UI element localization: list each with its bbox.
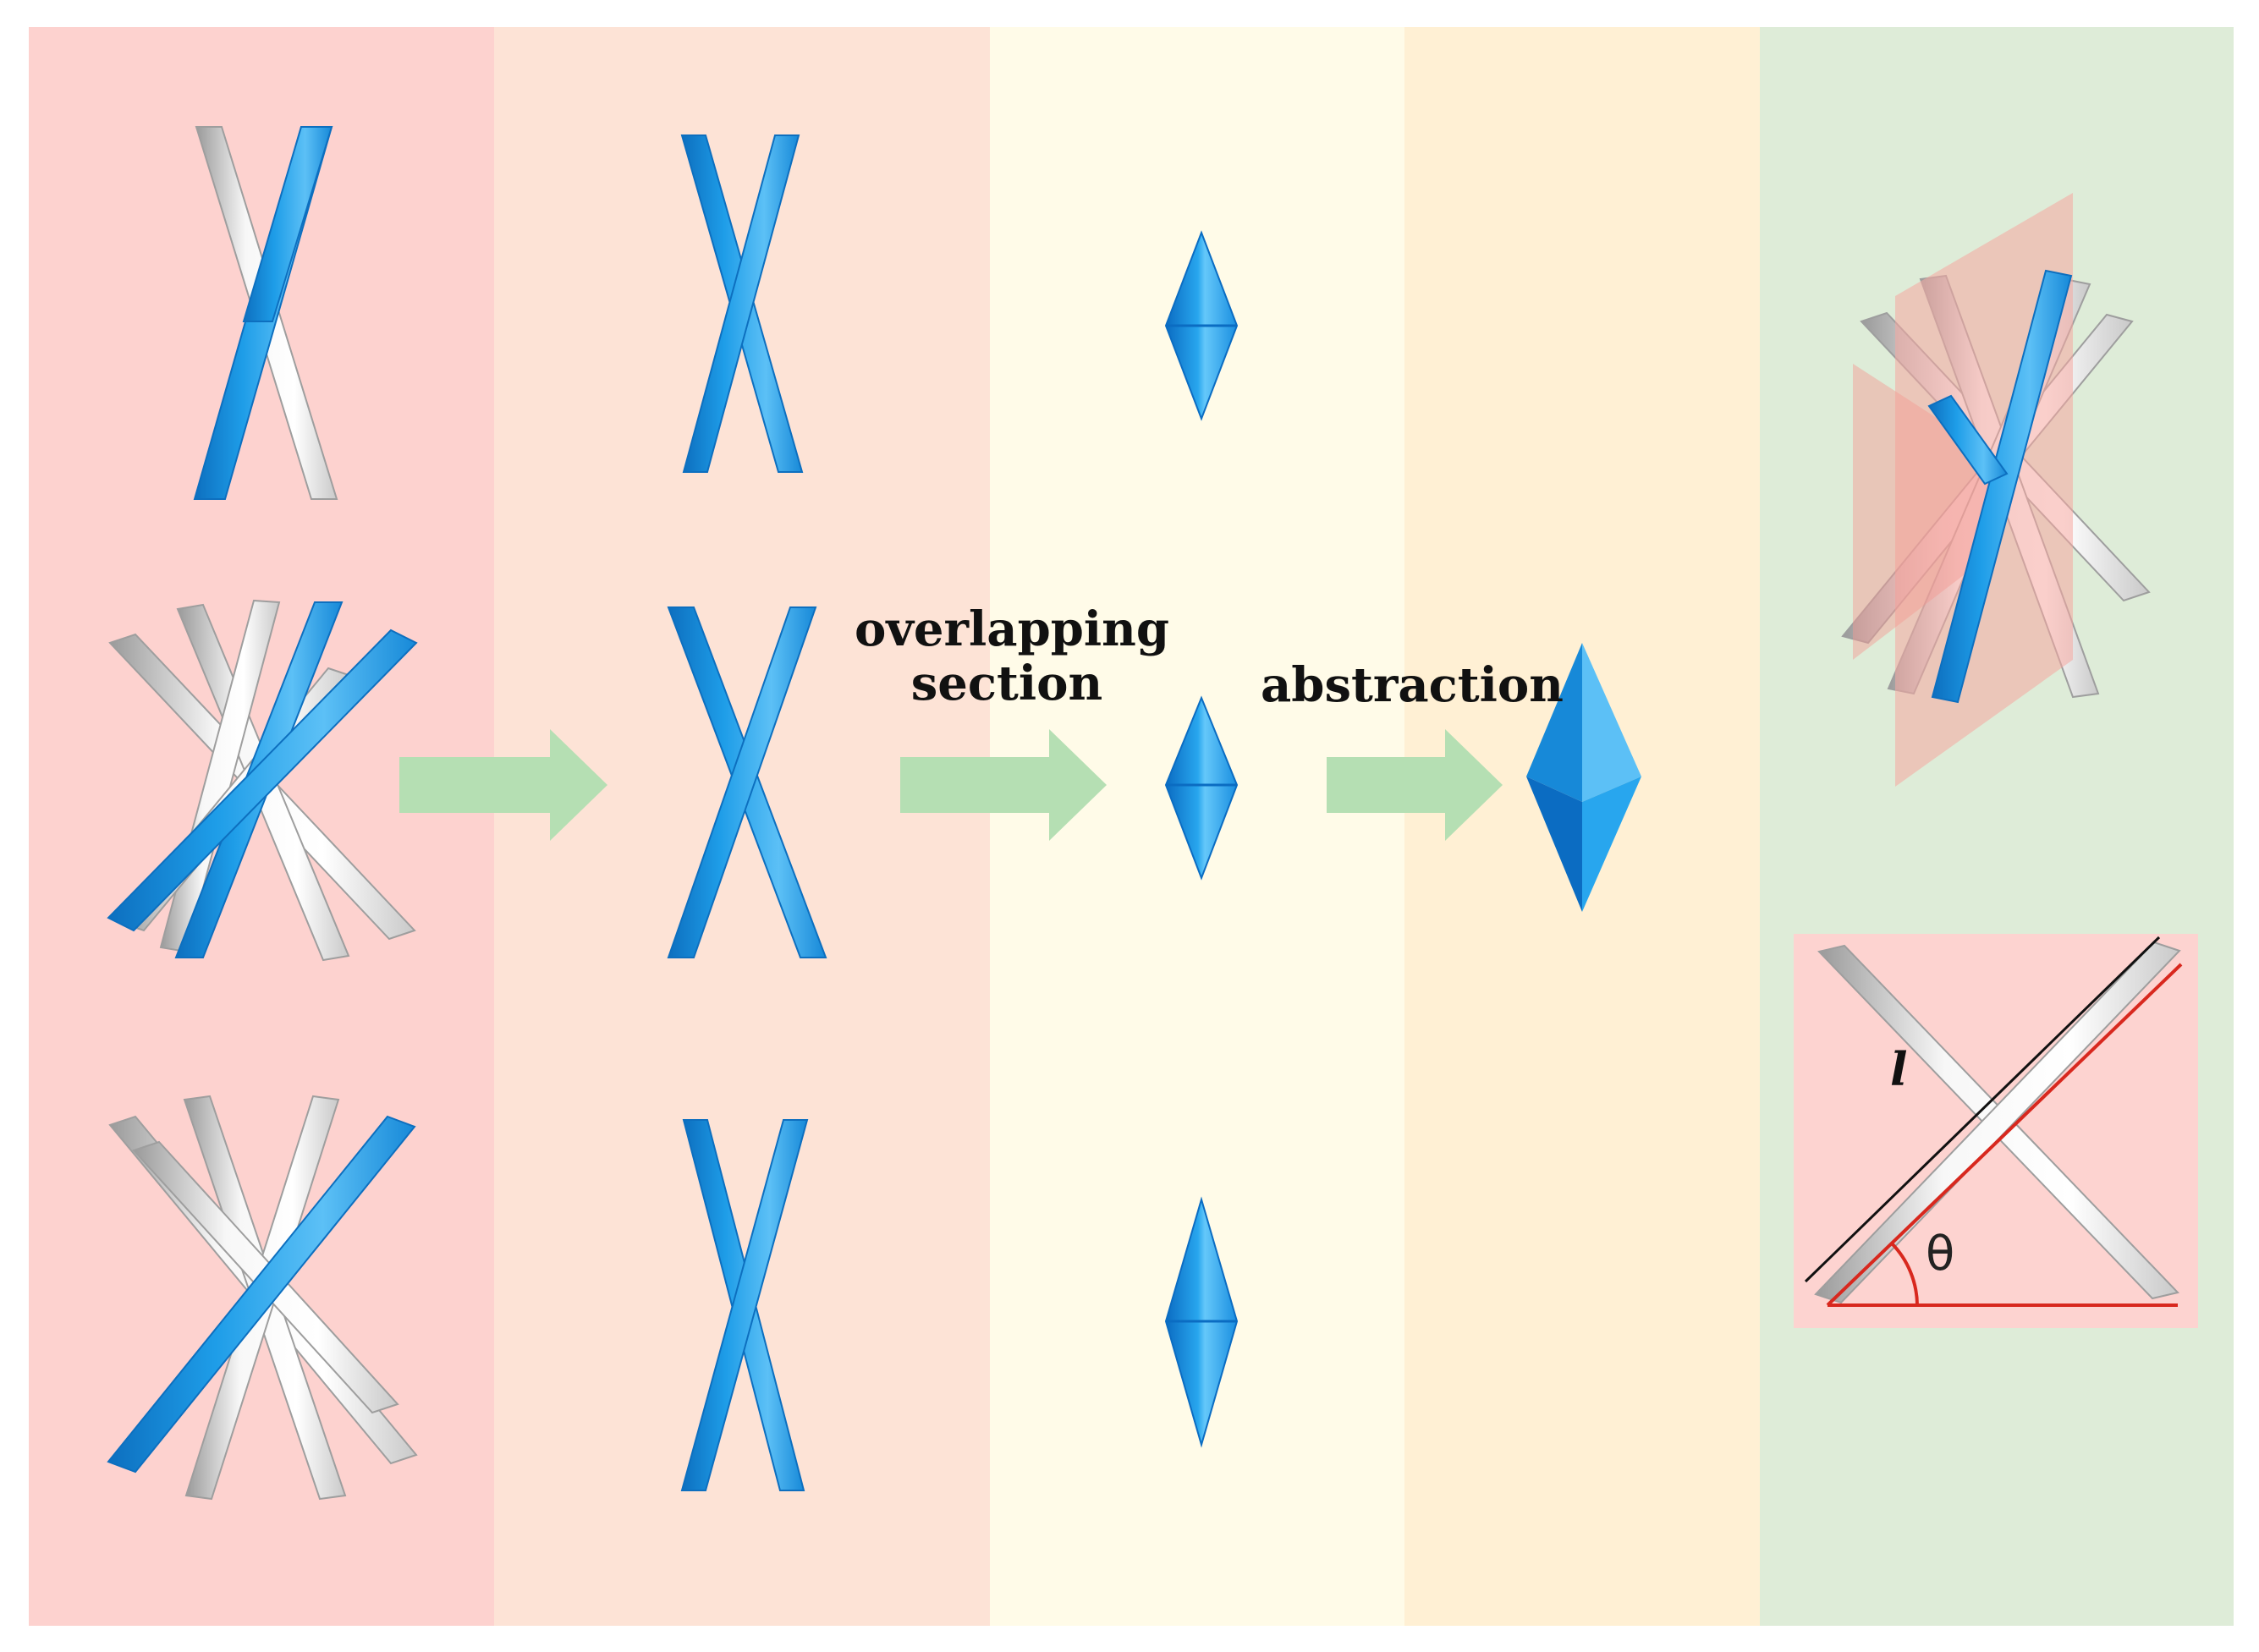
diamond-top	[1164, 230, 1239, 421]
rod-pair-bottom	[680, 1119, 809, 1491]
arrow-3	[1327, 729, 1503, 841]
length-symbol: l	[1890, 1042, 1908, 1096]
angle-arc	[1890, 1242, 1919, 1306]
overlapping-label-line1: overlapping	[855, 601, 1170, 657]
abstraction-label: abstraction	[1261, 657, 1564, 713]
bipyramid-lower-right	[1582, 777, 1641, 912]
rod-blue	[1931, 269, 2073, 704]
diamond-middle	[1164, 695, 1239, 881]
red-rod-edge	[1826, 963, 2183, 1307]
rod-blue	[680, 1119, 809, 1491]
column-original	[107, 126, 418, 1501]
rod-blue-short	[1927, 394, 2009, 486]
column-overlap	[1164, 230, 1239, 1448]
structure-middle	[107, 599, 418, 962]
diamond-bottom	[1164, 1196, 1239, 1448]
rod-blue	[107, 1115, 416, 1474]
column-extracted	[667, 134, 827, 1491]
angle-inset	[1794, 934, 2198, 1328]
rod-blue	[107, 628, 418, 932]
background-bands	[29, 27, 2234, 1626]
bipyramid-lower-left	[1526, 777, 1582, 912]
rod-blue	[682, 134, 800, 473]
bipyramid-upper-left	[1526, 643, 1582, 802]
rod-blue	[667, 606, 817, 958]
overlapping-section-label: overlapping section	[855, 601, 1170, 711]
rod-pair-top	[680, 134, 804, 473]
angle-symbol: θ	[1926, 1227, 1955, 1282]
arrow-2	[900, 729, 1107, 841]
diamond-shape	[1164, 695, 1239, 881]
structure-top	[193, 126, 338, 500]
structure-with-planes	[1841, 193, 2151, 787]
flow-arrows	[399, 729, 1503, 841]
arrow-1	[399, 729, 607, 841]
rod-pair-middle	[667, 606, 827, 958]
bipyramid-upper-right	[1582, 643, 1641, 802]
overlapping-label-line2: section	[910, 656, 1103, 711]
rod-blue-overlay	[242, 126, 333, 322]
abstract-bipyramid	[1526, 643, 1641, 912]
structure-bottom	[107, 1095, 418, 1501]
length-dimension-line	[1804, 936, 2161, 1283]
